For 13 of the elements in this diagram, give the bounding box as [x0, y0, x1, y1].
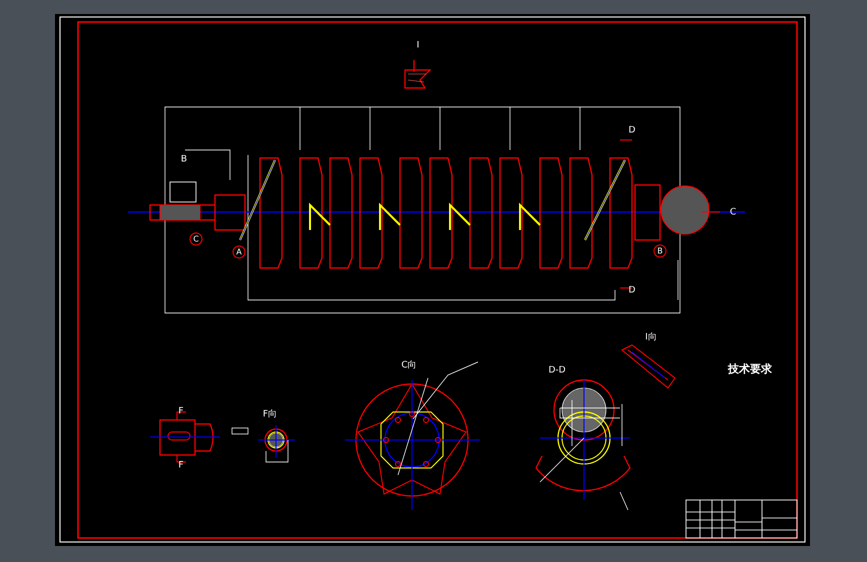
view-letter: D-D [548, 366, 566, 376]
view-letter: I [416, 40, 420, 52]
reference-letter: A [232, 246, 246, 258]
view-letter: F [178, 460, 184, 472]
view-letter: C向 [401, 360, 417, 372]
view-letter: D [628, 126, 636, 136]
reference-letter: B [654, 244, 666, 258]
reference-letter: C [190, 232, 202, 246]
view-letter: I向 [645, 332, 657, 344]
view-letter: F向 [262, 410, 278, 420]
view-letter: D [628, 286, 636, 296]
section-heading: 技术要求 [728, 362, 772, 376]
view-letter: B [180, 154, 188, 166]
